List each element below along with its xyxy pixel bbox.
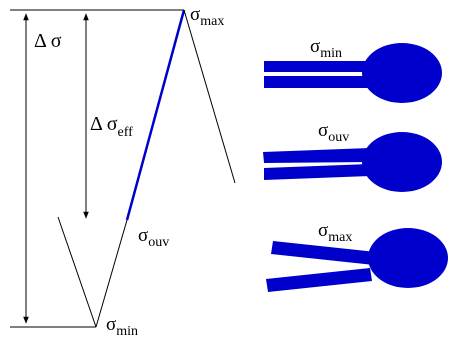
delta-sigma-label: Δ σ [34, 30, 62, 52]
specimen-opening: σouv [263, 120, 442, 192]
delta-sigma-eff-label: Δ σeff [90, 113, 133, 140]
sigma-max-label: σmax [190, 4, 224, 29]
specimen-open-head [368, 228, 448, 288]
specimen-open: σmax [266, 220, 448, 292]
specimen-closed: σmin [264, 36, 442, 103]
unloading-segment [57, 216, 97, 328]
specimen-opening-upper-arm [263, 148, 370, 163]
specimen-opening-lower-arm [264, 164, 370, 180]
specimen-open-upper-arm [271, 241, 376, 265]
loading-closed-segment [95, 219, 128, 328]
specimen-closed-upper-arm [264, 61, 370, 72]
specimen-open-lower-arm [266, 268, 372, 292]
unloading-from-max-segment [183, 9, 236, 184]
specimen-opening-head [362, 132, 442, 192]
specimen-opening-label: σouv [318, 120, 349, 145]
specimen-closed-head [362, 43, 442, 103]
specimen-open-label: σmax [318, 220, 352, 245]
specimen-closed-label: σmin [310, 36, 342, 61]
loading-effective-segment [125, 9, 186, 221]
specimen-closed-lower-arm [264, 76, 370, 88]
sigma-min-label: σmin [106, 314, 138, 339]
sigma-ouv-label: σouv [138, 225, 169, 250]
